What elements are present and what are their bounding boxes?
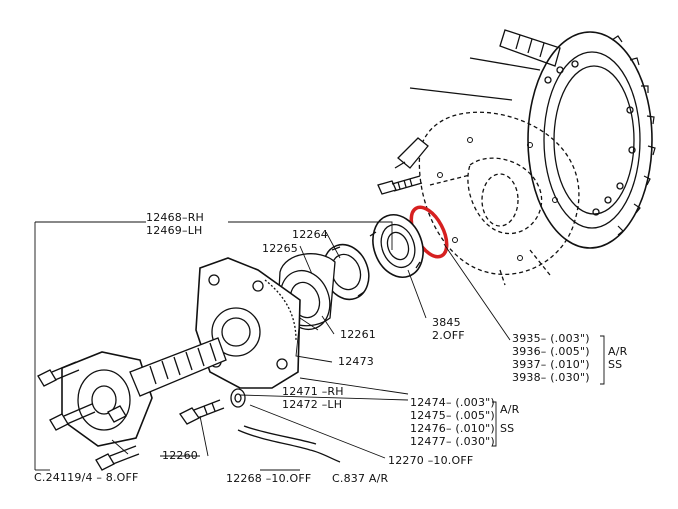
label-12265: 12265: [262, 242, 298, 255]
label-12471-rh: 12471 –RH: [282, 385, 344, 398]
label-ss-diff: SS: [608, 358, 623, 371]
label-3937: 3937– (.010"): [512, 358, 590, 371]
bearing-12264: [322, 243, 370, 301]
bolt-diff: [377, 175, 423, 195]
label-c24119: C.24119/4 – 8.OFF: [34, 471, 139, 484]
label-3845: 3845: [432, 316, 461, 329]
label-12270: 12270 –10.OFF: [388, 454, 474, 467]
label-12468-rh: 12468–RH: [146, 211, 205, 224]
locking-wire-c837: [237, 425, 341, 463]
axle-shaft-12260: [61, 337, 227, 447]
pinion-shaft: [409, 29, 561, 101]
label-12264: 12264: [292, 228, 328, 241]
label-ar-hub: A/R: [500, 403, 520, 416]
label-ar-diff: A/R: [608, 345, 628, 358]
label-12260: 12260: [162, 449, 198, 462]
label-3935: 3935– (.003"): [512, 332, 590, 345]
differential-case: [418, 111, 580, 286]
label-12472-lh: 12472 –LH: [282, 398, 343, 411]
crown-wheel: [527, 31, 656, 249]
label-12268: 12268 –10.OFF: [226, 472, 312, 485]
label-3845-qty: 2.OFF: [432, 329, 465, 342]
leader-lines: [111, 231, 511, 471]
label-c837: C.837 A/R: [332, 472, 389, 485]
label-12475: 12475– (.005"): [410, 409, 495, 422]
label-12261: 12261: [340, 328, 376, 341]
label-12469-lh: 12469–LH: [146, 224, 203, 237]
label-12476: 12476– (.010"): [410, 422, 495, 435]
label-ss-hub: SS: [500, 422, 515, 435]
bearing-3845: [369, 214, 424, 278]
stud-bolts: [37, 361, 140, 471]
label-3936: 3936– (.005"): [512, 345, 590, 358]
group-bracket: [34, 221, 605, 471]
bolt-12268: [179, 399, 225, 425]
label-12473: 12473: [338, 355, 374, 368]
label-3938: 3938– (.030"): [512, 371, 590, 384]
label-12474: 12474– (.003"): [410, 396, 495, 409]
lock-tab: [394, 137, 429, 169]
washer-12270: [230, 388, 246, 408]
label-12477: 12477– (.030"): [410, 435, 495, 448]
differential-case-detail: [437, 137, 558, 261]
